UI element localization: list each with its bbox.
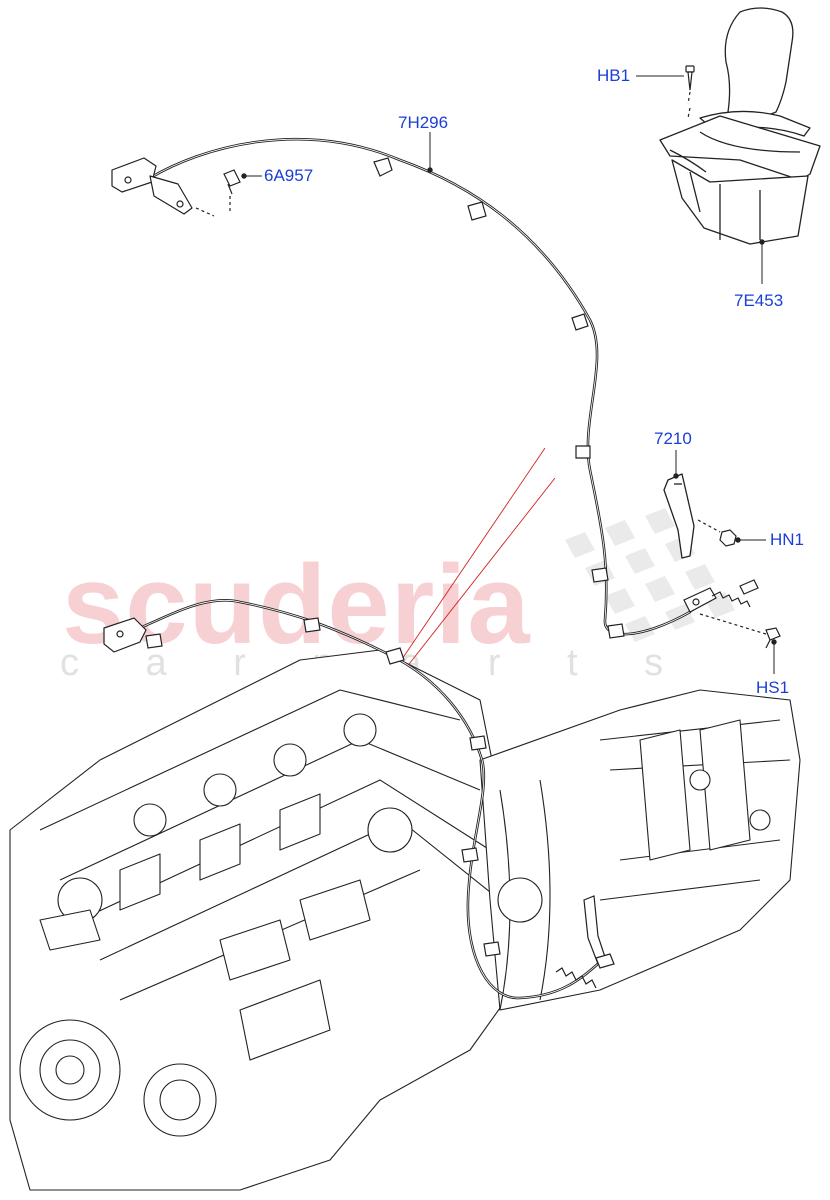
cable-clips-lower <box>103 617 501 957</box>
callout-6a957[interactable]: 6A957 <box>264 166 314 185</box>
gear-shifter-assembly <box>659 7 821 245</box>
checkered-flag-watermark <box>565 508 735 642</box>
transmission <box>479 689 801 1011</box>
selector-cable-upper <box>148 137 692 636</box>
callout-7e453[interactable]: 7E453 <box>734 291 784 310</box>
transmission-selector-lever <box>555 895 615 989</box>
cable-end-fitting <box>683 579 767 635</box>
bolt-hb1 <box>685 65 695 119</box>
callout-hb1[interactable]: HB1 <box>597 66 631 85</box>
red-leader-lines <box>397 447 556 669</box>
callout-7h296[interactable]: 7H296 <box>398 113 449 132</box>
engine-block <box>9 649 521 1191</box>
clip-6a957 <box>223 169 241 214</box>
watermark-brand: scuderia <box>62 542 531 667</box>
callout-leaders <box>241 75 777 674</box>
callout-hn1[interactable]: HN1 <box>770 530 805 549</box>
cable-clips-upper <box>373 157 625 639</box>
bracket-7210 <box>663 473 695 559</box>
cable-end-bracket-upper <box>111 157 215 217</box>
screw-hs1 <box>765 627 781 649</box>
nut-hn1 <box>697 519 737 547</box>
callout-7210[interactable]: 7210 <box>654 429 692 448</box>
selector-cable-lower <box>138 598 602 1000</box>
callout-hs1[interactable]: HS1 <box>756 678 790 697</box>
